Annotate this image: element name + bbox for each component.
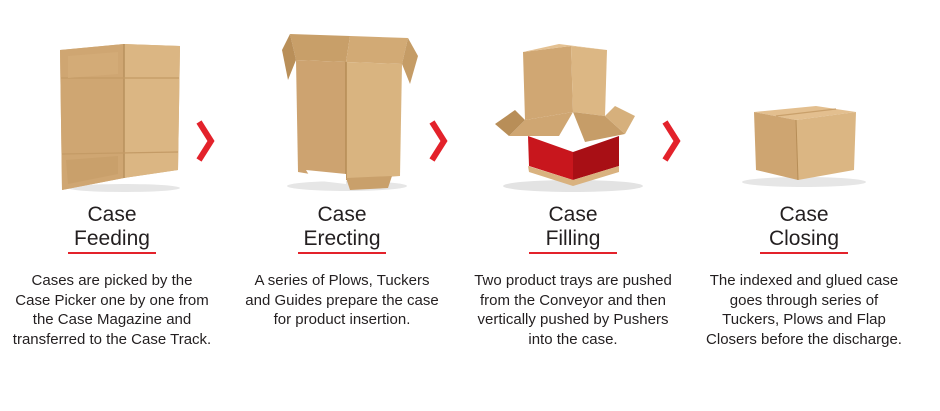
title-underline [68, 252, 156, 254]
step-description: The indexed and glued case goes through … [706, 272, 902, 348]
chevron-right-icon [429, 120, 448, 162]
title-underline [760, 252, 848, 254]
step-title: Case Filling [545, 203, 601, 250]
flat-cardboard-box-illustration [60, 44, 180, 192]
step-case-closing: Case Closing The indexed and glued case … [704, 0, 904, 411]
step-case-erecting: Case Erecting A series of Plows, Tuckers… [242, 0, 442, 411]
step-description: Cases are picked by the Case Picker one … [12, 272, 212, 348]
step-title: Case Feeding [74, 203, 150, 250]
closed-box-illustration [742, 106, 866, 187]
step-title: Case Erecting [303, 203, 381, 250]
step-case-feeding: Case Feeding Cases are picked by the Cas… [12, 0, 212, 411]
step-title: Case Closing [768, 203, 840, 250]
step-case-filling: Case Filling Two product trays are pushe… [473, 0, 673, 411]
title-underline [298, 252, 386, 254]
title-underline [529, 252, 617, 254]
erected-open-box-illustration [282, 34, 418, 191]
box-filled-with-red-product-illustration [495, 44, 643, 192]
step-description: Two product trays are pushed from the Co… [474, 272, 672, 348]
step-description: A series of Plows, Tuckers and Guides pr… [245, 272, 439, 328]
chevron-right-icon [196, 120, 215, 162]
chevron-right-icon [662, 120, 681, 162]
